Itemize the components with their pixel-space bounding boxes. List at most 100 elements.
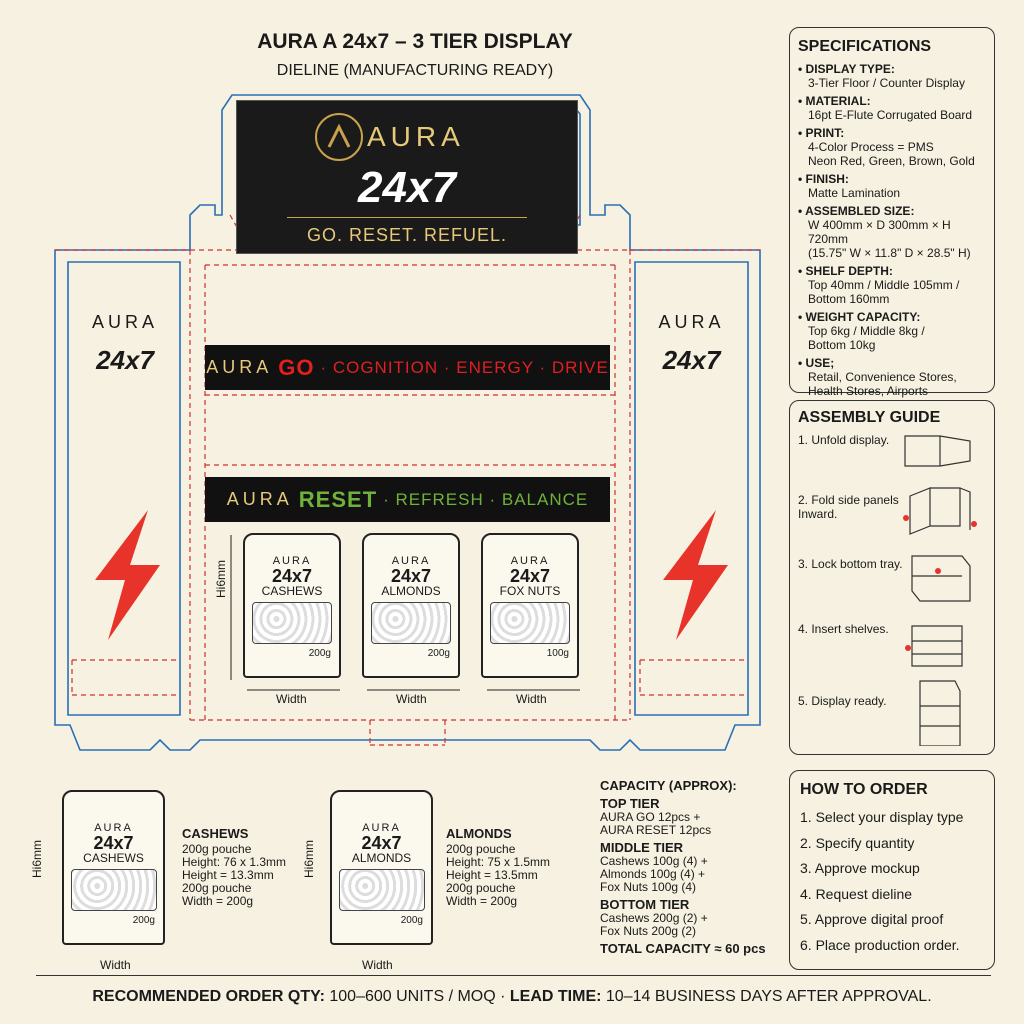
capacity-total: TOTAL CAPACITY ≈ 60 pcs [600,941,766,956]
dim-width-label-3: Width [516,692,547,706]
spec-item: MATERIAL:16pt E-Flute Corrugated Board [798,94,986,122]
bottom-label-almonds: ALMONDS [446,826,512,841]
assembly-guide-panel: ASSEMBLY GUIDE 1. Unfold display. 2. Fol… [789,400,995,755]
bottom-details-almonds: 200g pouche Height: 75 x 1.5mm Height = … [446,842,551,908]
banner-go-name: GO [278,354,315,380]
header-divider [287,217,527,218]
pouch-product: ALMONDS [381,584,441,598]
pouch-name: 24x7 [390,566,432,586]
capacity-title: CAPACITY (APPROX): [600,778,737,793]
specifications-list: DISPLAY TYPE:3-Tier Floor / Counter Disp… [798,62,986,398]
order-step: 3. Approve mockup [800,860,920,876]
pouch-brand: AURA [510,555,550,567]
lightning-bolt-right-icon [663,510,728,640]
banner-go-tagline: · COGNITION · ENERGY · DRIVE [320,357,609,377]
pouch-weight: 100g [546,648,569,659]
assembly-step-2: 2. Fold side panels Inward. [798,493,899,521]
dim-height-label: Hi6mm [214,560,228,598]
order-step: 1. Select your display type [800,809,964,825]
assembly-step-3: 3. Lock bottom tray. [798,557,903,571]
footer-lead-label: LEAD TIME: [509,988,602,1005]
page-title: AURA A 24x7 – 3 TIER DISPLAY [257,30,573,53]
spec-value: Matte Lamination [808,186,901,200]
pouch-weight: 200g [400,915,423,926]
spec-value: 4-Color Process = PMS Neon Red, Green, B… [808,140,975,168]
banner-go-brand: AURA [206,357,273,377]
spec-label: FINISH: [798,172,986,186]
lightning-bolt-left-icon [95,510,160,640]
bottom-dim-height-label-1: Hi6mm [30,840,44,878]
capacity-top-tier: TOP TIER [600,796,660,811]
pouch-name: 24x7 [361,833,402,853]
header-panel: AURA 24x7 GO. RESET. REFUEL. [236,100,578,254]
pouch-window [252,602,332,644]
capacity-bottom-items: Cashews 200g (2) + Fox Nuts 200g (2) [600,911,708,938]
page-subtitle: DIELINE (MANUFACTURING READY) [276,62,554,79]
pouch-weight: 200g [132,915,155,926]
pouch-product: FOX NUTS [499,584,561,598]
pouch-brand: AURA [391,555,431,567]
spec-value: W 400mm × D 300mm × H 720mm (15.75" W × … [808,218,971,260]
footer: RECOMMENDED ORDER QTY: 100–600 UNITS / M… [0,988,1024,1006]
spec-label: MATERIAL: [798,94,986,108]
spec-label: SHELF DEPTH: [798,264,986,278]
spec-item: PRINT:4-Color Process = PMS Neon Red, Gr… [798,126,986,168]
footer-qty-label: RECOMMENDED ORDER QTY: [92,988,325,1005]
header-tagline: GO. RESET. REFUEL. [306,225,508,245]
spec-item: ASSEMBLED SIZE:W 400mm × D 300mm × H 720… [798,204,986,260]
pouch-almonds: AURA 24x7 ALMONDS 200g [362,533,460,678]
bottom-pouch-cashews: AURA 24x7 CASHEWS 200g [62,790,165,945]
footer-lead-value: 10–14 BUSINESS DAYS AFTER APPROVAL. [601,988,932,1005]
footer-qty-value: 100–600 UNITS / MOQ · [324,988,510,1005]
specifications-title: SPECIFICATIONS [798,38,932,55]
spec-label: ASSEMBLED SIZE: [798,204,986,218]
order-steps-list: 1. Select your display type 2. Specify qu… [800,805,984,958]
pouch-brand: AURA [272,555,312,567]
capacity-middle-tier: MIDDLE TIER [600,840,684,855]
bottom-dim-width-label-1: Width [100,958,131,972]
bottom-pouch-almonds: AURA 24x7 ALMONDS 200g [330,790,433,945]
spec-value: 3-Tier Floor / Counter Display [808,76,965,90]
capacity-bottom-tier: BOTTOM TIER [600,897,690,912]
pouch-fox-nuts: AURA 24x7 FOX NUTS 100g [481,533,579,678]
order-step: 5. Approve digital proof [800,911,944,927]
dimension-lines [230,535,580,691]
order-title: HOW TO ORDER [800,781,928,798]
pouch-brand: AURA [362,822,401,834]
pouch-weight: 200g [427,648,450,659]
spec-label: WEIGHT CAPACITY: [798,310,986,324]
pouch-window [490,602,570,644]
pouch-name: 24x7 [271,566,313,586]
side-right-product: 24x7 [662,345,721,375]
side-right-brand: AURA [658,312,725,332]
pouch-window [338,869,425,911]
pouch-window [70,869,157,911]
bottom-details-cashews: 200g pouche Height: 76 x 1.3mm Height = … [182,842,287,908]
pouch-name: 24x7 [93,833,134,853]
assembly-step-5: 5. Display ready. [798,694,887,708]
dim-width-label-1: Width [276,692,307,706]
spec-value: Retail, Convenience Stores, Health Store… [808,370,957,398]
order-step: 6. Place production order. [800,936,960,953]
spec-label: PRINT: [798,126,986,140]
spec-value: 16pt E-Flute Corrugated Board [808,108,973,122]
pouch-window [371,602,451,644]
spec-value: Top 40mm / Middle 105mm / Bottom 160mm [808,278,960,306]
side-left-brand: AURA [91,312,158,332]
pouch-product: CASHEWS [261,584,323,598]
banner-aura-reset: AURA RESET · REFRESH · BALANCE [205,477,610,522]
header-brand: AURA [367,121,465,152]
spec-value: Top 6kg / Middle 8kg / Bottom 10kg [808,324,925,352]
dim-width-label-2: Width [396,692,427,706]
assembly-step-4: 4. Insert shelves. [798,622,889,636]
pouch-brand: AURA [94,822,133,834]
banner-aura-go: AURA GO · COGNITION · ENERGY · DRIVE [205,345,610,390]
capacity-block: CAPACITY (APPROX): TOP TIER AURA GO 12pc… [600,778,780,956]
pouch-product: CASHEWS [83,851,144,865]
order-step: 2. Specify quantity [800,834,915,851]
spec-item: SHELF DEPTH:Top 40mm / Middle 105mm / Bo… [798,264,986,306]
spec-label: DISPLAY TYPE: [798,62,986,76]
specifications-panel: SPECIFICATIONS DISPLAY TYPE:3-Tier Floor… [789,27,995,398]
spec-item: FINISH:Matte Lamination [798,172,986,200]
pouch-product: ALMONDS [351,851,412,865]
